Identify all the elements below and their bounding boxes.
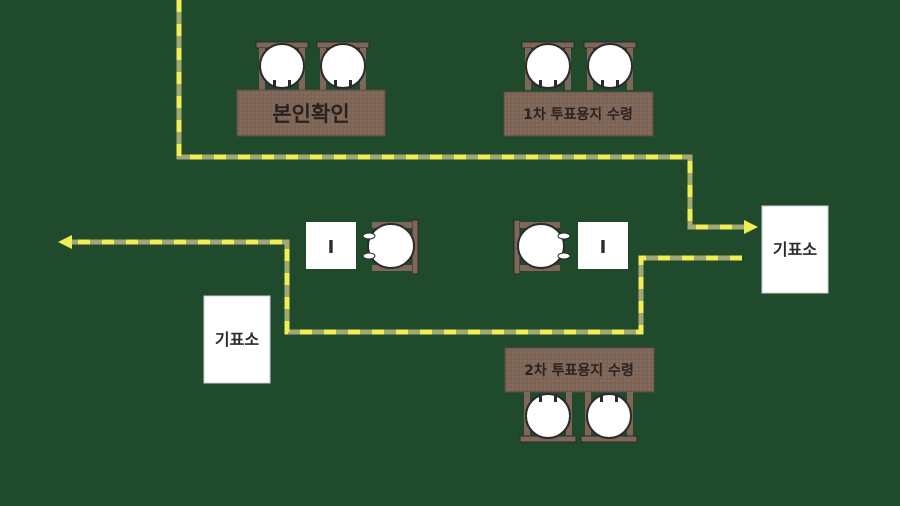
second-ballot-station: 2차 투표용지 수령 (504, 347, 655, 443)
right-ballot-box-station: I (513, 219, 628, 275)
voting-booth-left: 기표소 (203, 295, 271, 384)
first-ballot-station: 1차 투표용지 수령 (503, 41, 654, 137)
staff-person (519, 392, 577, 443)
ballot-box (578, 222, 628, 269)
identity-check-label: 본인확인 (272, 102, 349, 126)
staff-person (583, 41, 637, 90)
ballot-box (306, 222, 356, 269)
route-line-dashes-2 (70, 239, 742, 335)
voting-booth-left-label: 기표소 (215, 330, 259, 349)
left-ballot-box-station: I (306, 219, 419, 275)
route-arrowhead-right (744, 220, 758, 234)
staff-person (521, 41, 575, 90)
route-line-dashes (176, 0, 750, 230)
voting-booth-right-label: 기표소 (773, 240, 817, 259)
second-ballot-label: 2차 투표용지 수령 (524, 363, 634, 379)
staff-person (316, 41, 370, 90)
guard-person (513, 219, 571, 275)
voting-booth-right: 기표소 (761, 205, 829, 294)
identity-check-station: 본인확인 (236, 41, 386, 137)
staff-person (255, 41, 309, 90)
identity-check-desk (236, 89, 386, 137)
ballot-box-slot: I (600, 237, 607, 258)
first-ballot-label: 1차 투표용지 수령 (523, 107, 633, 123)
first-ballot-desk (503, 91, 654, 137)
second-ballot-desk (504, 347, 655, 393)
guard-person (362, 219, 419, 275)
voter-route (58, 0, 758, 335)
ballot-box-slot: I (328, 237, 335, 258)
staff-person (580, 392, 638, 443)
route-arrowhead-left (58, 235, 72, 249)
